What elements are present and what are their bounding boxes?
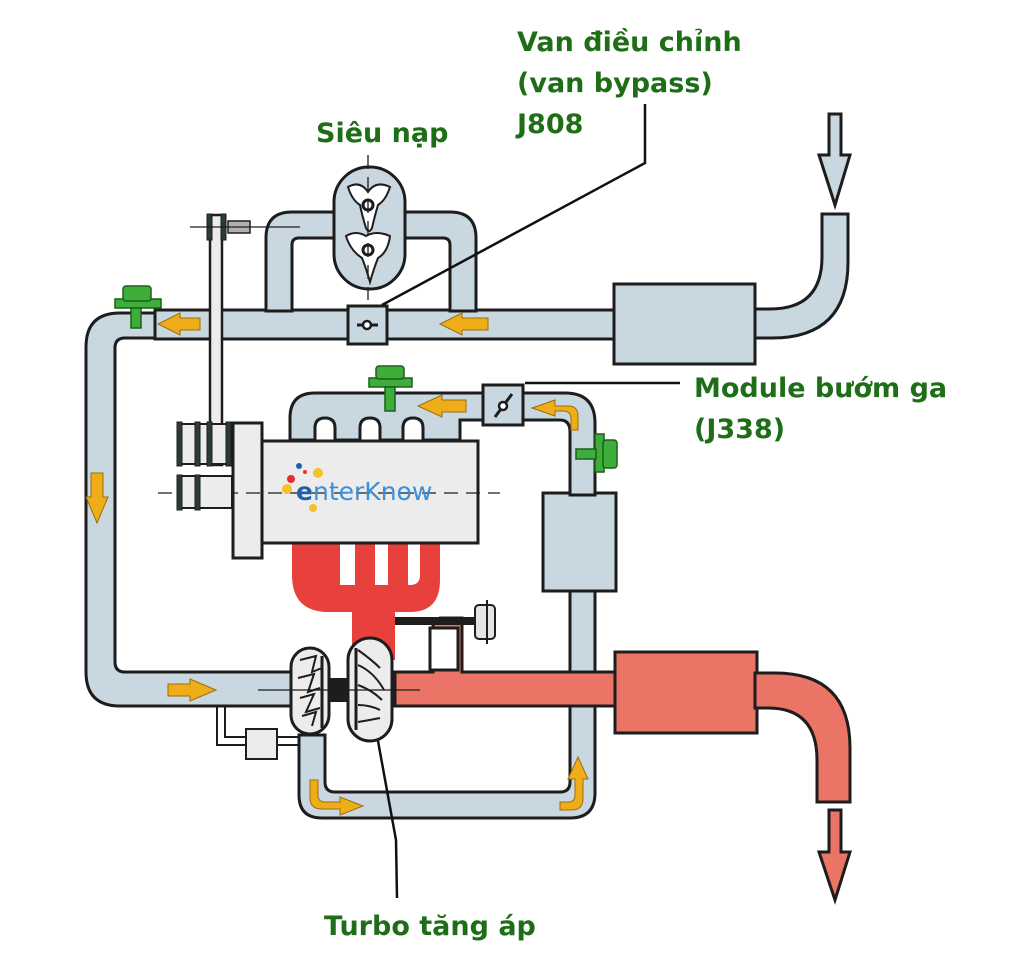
intake-inlet-pipe [750, 212, 850, 340]
label-bypass-valve-line3: J808 [515, 109, 583, 140]
exhaust-piping [292, 540, 853, 905]
label-turbocharger: Turbo tăng áp [324, 911, 536, 942]
intercooler [541, 491, 618, 593]
logo-dot [313, 468, 323, 478]
flow-arrows [85, 312, 589, 816]
exhaust-manifold [292, 540, 440, 660]
exhaust-tailpipe [753, 671, 852, 804]
flow-arrow-left-icon [156, 312, 201, 336]
leader-lines [376, 104, 680, 899]
crank-pulley-lower [179, 475, 233, 509]
label-bypass-valve-line2: (van bypass) [517, 68, 713, 99]
enterknow-logo: e nterKnow [282, 463, 432, 512]
flow-arrow-curve-icon [309, 779, 365, 816]
crank-pulley-body [179, 423, 233, 465]
turbine-blades [354, 648, 385, 730]
label-throttle-module-line1: Module bướm ga [694, 373, 947, 404]
engine-block [260, 439, 480, 545]
leader-turbocharger [376, 740, 399, 899]
logo-dot [282, 484, 292, 494]
intake-runners [313, 416, 425, 442]
pressure-sensor-manifold [368, 365, 413, 412]
bypass-valve-shaft [361, 319, 373, 331]
leader-bypass-valve [381, 104, 647, 307]
wastegate-actuator [474, 600, 496, 644]
labels: Van điều chỉnh (van bypass) J808 Siêu nạ… [316, 27, 947, 942]
pulley-flange [194, 474, 201, 511]
belt-drive [176, 213, 300, 511]
pressure-sensor-throttle [575, 433, 618, 473]
logo-text: nterKnow [313, 477, 432, 506]
flow-arrow-curve-icon [530, 399, 579, 431]
pulley-flange [194, 421, 201, 467]
muffler [613, 650, 759, 735]
supercharger-rotor-bottom [344, 232, 392, 286]
recirculation-valve [245, 728, 278, 760]
flow-arrow-right-icon [167, 678, 218, 702]
pulley-flange [176, 421, 183, 467]
exhaust-outlet-arrow-icon [816, 808, 853, 905]
pulley-flange [206, 421, 213, 467]
throttle-module [481, 383, 525, 427]
wastegate-gap [428, 626, 460, 672]
flow-arrow-left-icon [438, 312, 489, 336]
flow-arrow-down-icon [85, 472, 109, 525]
wastegate-rod [395, 617, 475, 625]
supercharger [332, 155, 407, 300]
logo-dot [309, 504, 317, 512]
label-supercharger: Siêu nạp [316, 118, 448, 149]
logo-dot [296, 463, 302, 469]
throttle-shaft [497, 400, 509, 412]
pulley-flange [225, 421, 232, 467]
bypass-valve [346, 304, 389, 346]
flow-arrow-left-icon [416, 394, 467, 418]
turbocharger [216, 636, 420, 760]
recirculation-line [216, 706, 299, 746]
label-bypass-valve-line1: Van điều chỉnh [517, 27, 742, 58]
engine-front-cover [231, 421, 264, 560]
supercharger-loop-pipe [264, 210, 478, 313]
air-filter [612, 282, 757, 366]
intake-piping [84, 112, 853, 820]
logo-letter-e: e [296, 477, 313, 506]
pulley-flange [176, 474, 183, 511]
engine [158, 421, 500, 560]
logo-dot [287, 475, 295, 483]
label-throttle-module-line2: (J338) [694, 414, 785, 445]
logo-dot [303, 470, 307, 474]
air-inlet-arrow-icon [816, 112, 853, 211]
flow-arrow-up-curve-icon [559, 755, 589, 811]
pressure-sensor-top-left [114, 285, 162, 329]
